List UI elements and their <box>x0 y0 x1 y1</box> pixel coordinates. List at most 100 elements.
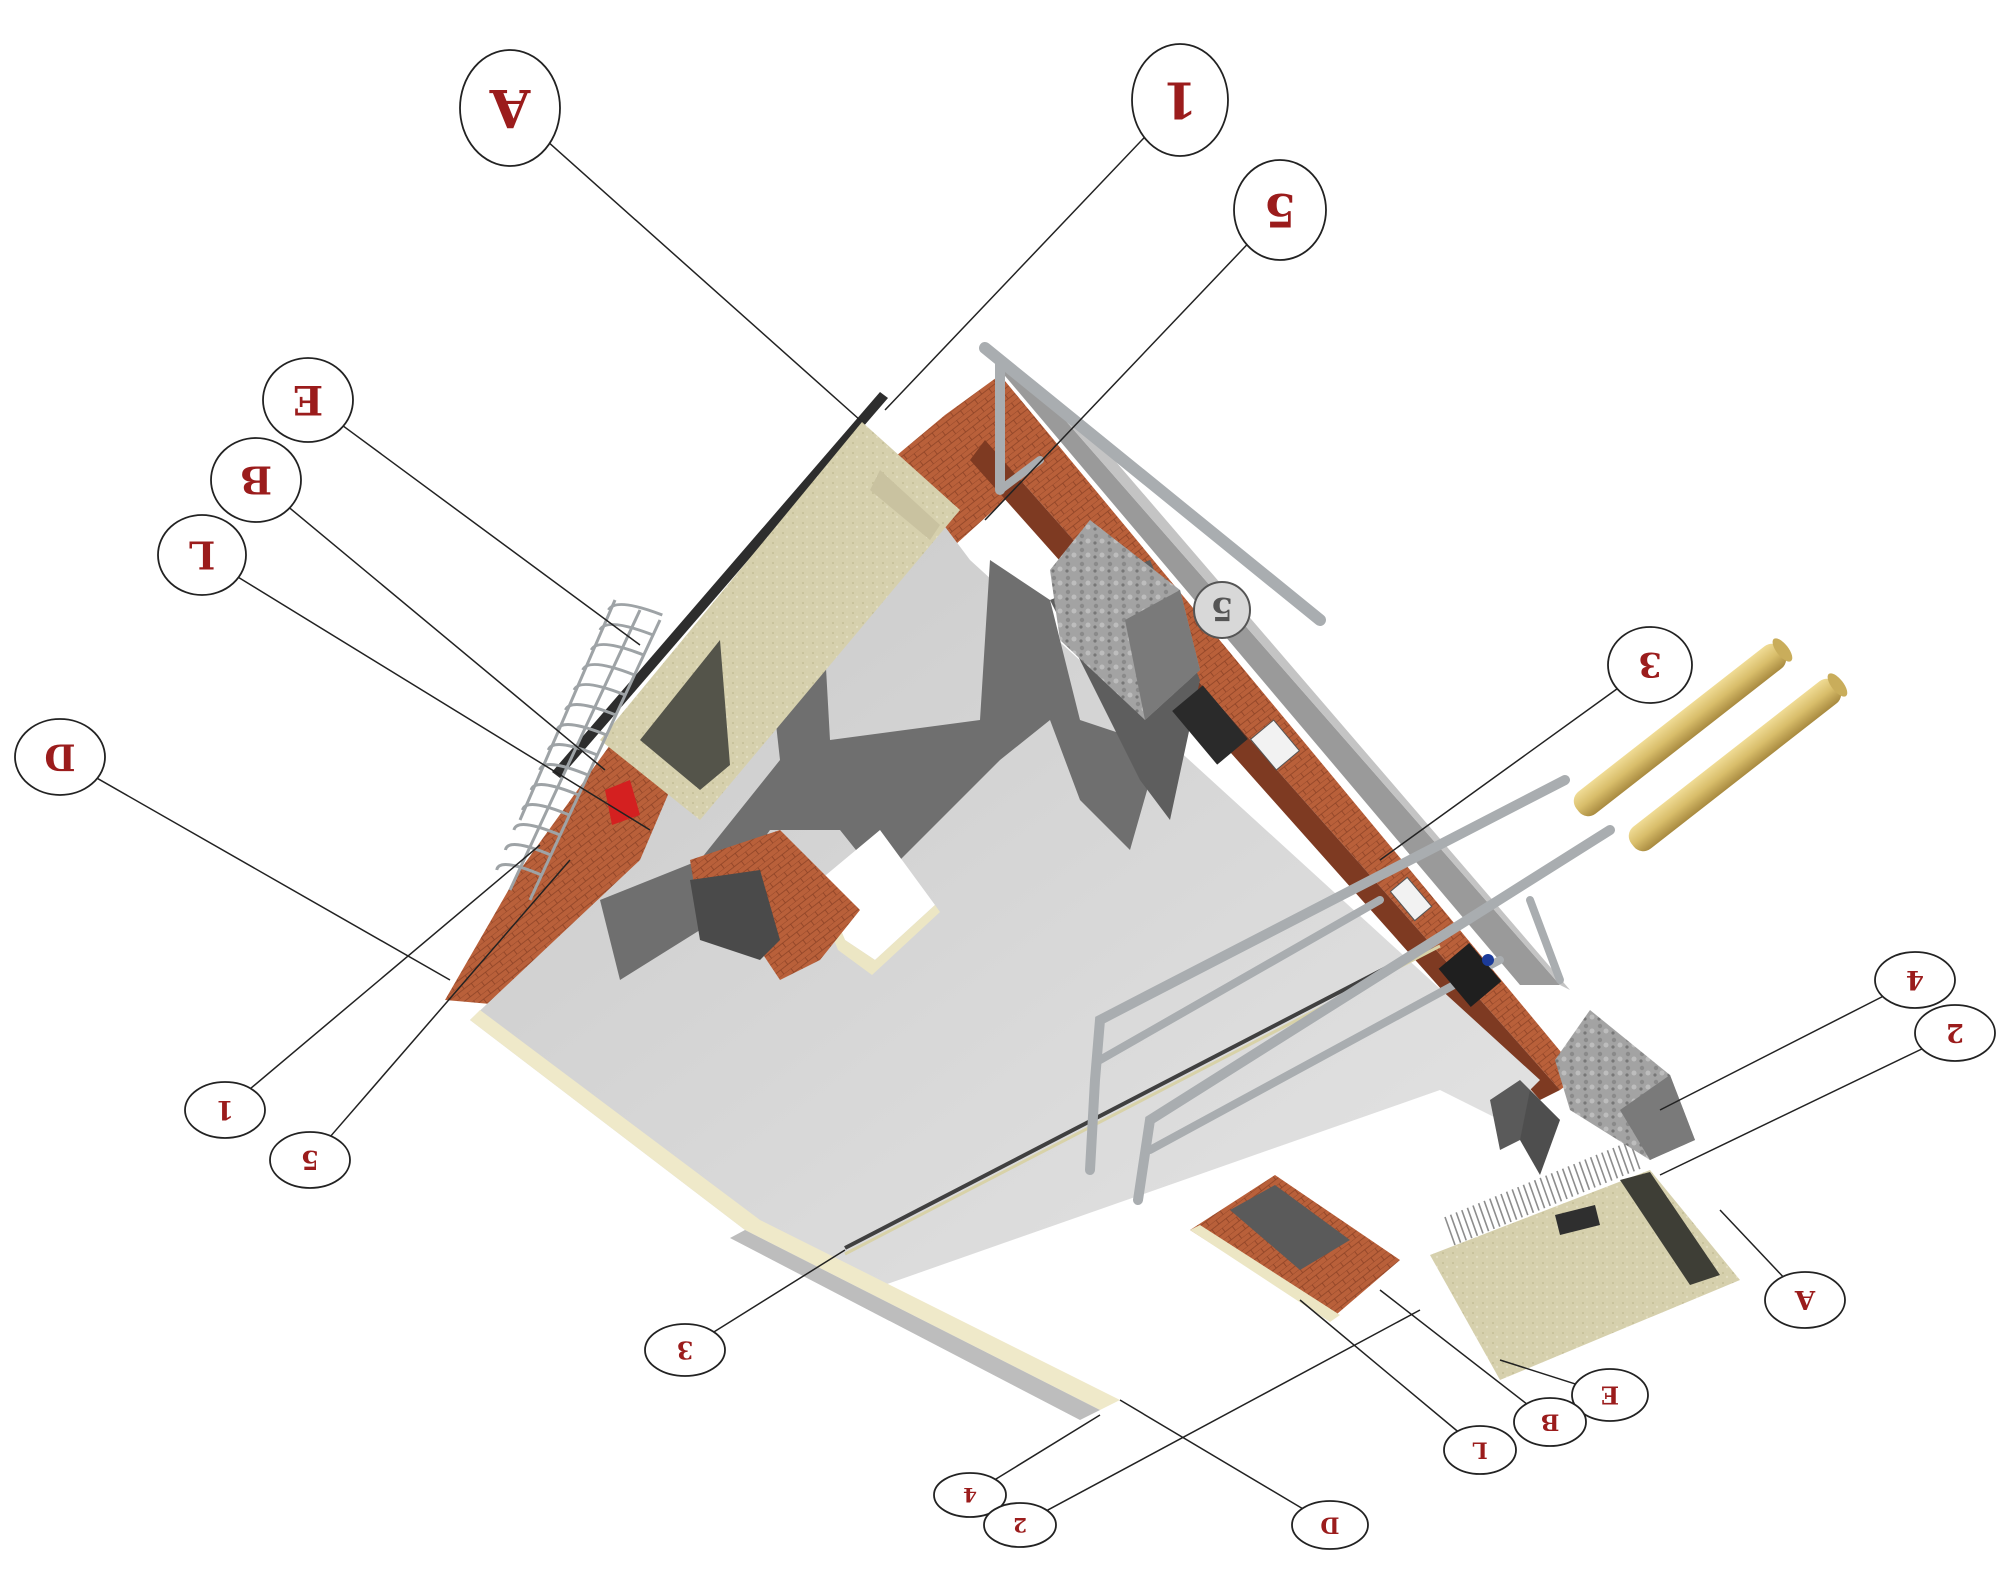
rail-tooth <box>1612 1147 1624 1177</box>
rail-tooth <box>1533 1179 1546 1209</box>
callout-L-left: L <box>157 514 651 831</box>
callout-leader-L-bottom <box>1299 1299 1458 1432</box>
rail-tooth <box>1550 1173 1563 1202</box>
callout-bubble-4-right <box>1874 951 1956 1009</box>
callout-leader-1-bl <box>250 844 541 1090</box>
callout-text-E-left: E <box>293 376 324 423</box>
lower-opening-rim <box>1190 1225 1340 1322</box>
downpipe-right <box>1526 896 1564 984</box>
shadow-4 <box>1520 1090 1560 1175</box>
rail-tooth <box>1545 1175 1557 1204</box>
rail-tooth <box>1517 1186 1529 1216</box>
window-3 <box>1389 876 1433 922</box>
upper-right-facade-light <box>1030 380 1570 990</box>
rail-tooth <box>1511 1189 1523 1218</box>
callout-text-B-bottom: B <box>1541 1408 1560 1434</box>
callout-1-top: 1 <box>884 43 1229 411</box>
ladder-rung <box>538 763 589 777</box>
rail-tooth <box>1461 1209 1473 1239</box>
flue-pipe-1 <box>1085 775 1570 1175</box>
callout-bubble-E-bottom <box>1571 1368 1649 1422</box>
callout-text-3-bottom: 3 <box>677 1336 694 1365</box>
callout-leader-A-right <box>1719 1209 1784 1278</box>
callout-bubble-5-bl <box>269 1131 351 1189</box>
callout-4-right: 4 <box>1659 951 1956 1111</box>
callout-2-right: 2 <box>1659 1004 1996 1176</box>
callout-leader-4-right <box>1659 995 1884 1111</box>
rail-comb <box>1444 1140 1641 1246</box>
callout-text-D-left: D <box>44 735 75 777</box>
flue-pipe-4 <box>1146 956 1504 1154</box>
callout-text-L-left: L <box>189 533 216 578</box>
callout-bubble-2-bottom <box>983 1502 1057 1548</box>
callout-leader-4-bottom <box>994 1414 1101 1481</box>
rail-tooth <box>1584 1159 1596 1188</box>
ladder-rung <box>598 623 654 637</box>
rail-tooth <box>1623 1143 1635 1172</box>
rail-tooth <box>1589 1156 1602 1186</box>
light-well-opening <box>820 830 935 960</box>
red-tank <box>605 780 640 825</box>
callout-leader-A-top <box>549 142 861 421</box>
parapet-block-upper-inner <box>870 470 940 540</box>
callout-bubble-3-bottom <box>644 1323 726 1377</box>
slab-seam <box>844 938 1441 1250</box>
rail-tooth <box>1606 1150 1619 1179</box>
light-well-rim <box>812 880 940 975</box>
callout-leader-E-bottom <box>1499 1359 1576 1385</box>
callout-bubble-D-left <box>14 718 106 796</box>
callout-bubble-A-right <box>1764 1271 1846 1329</box>
ladder-rung <box>495 863 543 877</box>
parapet-blocks <box>600 422 1740 1380</box>
chimney-pots <box>1573 638 1848 852</box>
callout-bubble-2-right <box>1914 1004 1996 1062</box>
callout-leader-L-left <box>238 576 651 831</box>
rail-tooth <box>1466 1207 1479 1237</box>
rail-tooth <box>1561 1168 1574 1197</box>
rail-tooth <box>1494 1196 1507 1225</box>
callout-leader-D-left <box>96 777 451 981</box>
rail-tooth <box>1472 1205 1484 1234</box>
callout-text-5-top: 5 <box>1264 183 1296 237</box>
ladder-rung <box>607 603 663 617</box>
callout-bubble-L-left <box>157 514 247 596</box>
ladder-rung <box>589 643 645 657</box>
rail-tooth <box>1522 1184 1535 1214</box>
callout-leader-3-bottom <box>713 1249 846 1333</box>
ladder-rung <box>521 803 570 817</box>
ladder-rung <box>572 683 626 697</box>
flue-pipe-3 <box>1096 896 1384 1064</box>
callout-bubble-4-bottom <box>933 1472 1007 1518</box>
callout-bubble-A-top <box>459 49 561 167</box>
callout-leader-B-bottom <box>1379 1289 1528 1405</box>
callout-2-bottom: 2 <box>983 1309 1421 1548</box>
flue-pipes <box>979 342 1615 1205</box>
rail-tooth <box>1505 1191 1518 1220</box>
ladder-rung <box>529 783 580 797</box>
callout-5-bl: 5 <box>269 859 571 1189</box>
rail-tooth <box>1489 1198 1501 1227</box>
rail-tooth <box>1444 1216 1456 1246</box>
callout-bubble-B-bottom <box>1513 1397 1587 1447</box>
callout-text-3-right: 3 <box>1638 644 1662 684</box>
callout-bubble-3-right <box>1607 626 1693 704</box>
opening-brick <box>690 830 860 980</box>
callout-text-1-top: 1 <box>1163 71 1198 130</box>
callout-D-left: D <box>14 718 451 981</box>
callout-text-E-bottom: E <box>1601 1381 1619 1410</box>
rail-tooth <box>1449 1214 1462 1243</box>
parapet-block-lower-shadow <box>1620 1172 1720 1285</box>
callout-5-top: 5 <box>984 159 1327 521</box>
rail-tooth <box>1477 1202 1490 1232</box>
callout-4-bottom: 4 <box>933 1414 1101 1518</box>
window-1 <box>1172 685 1248 765</box>
rail-tooth <box>1539 1177 1551 1207</box>
callout-leader-5-bl <box>330 859 571 1137</box>
callout-bubble-E-left <box>262 357 354 443</box>
callout-leader-B-left <box>289 507 606 771</box>
callout-text-2-bottom: 2 <box>1013 1513 1027 1537</box>
callout-leader-E-left <box>342 425 641 646</box>
chimney-stack-upper-dark <box>1125 590 1200 720</box>
callout-E-bottom: E <box>1499 1359 1649 1422</box>
